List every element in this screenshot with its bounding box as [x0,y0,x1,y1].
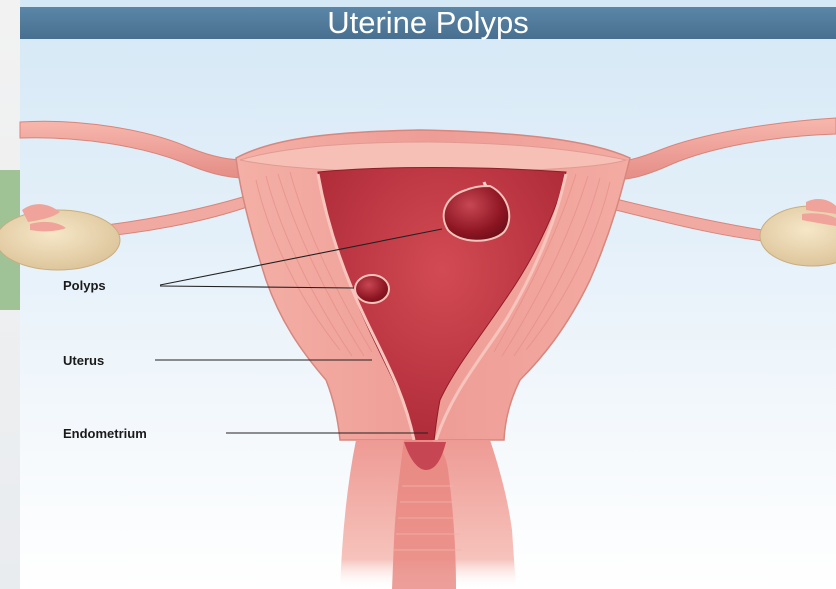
left-fallopian-tube [20,121,246,178]
label-polyps: Polyps [63,278,106,294]
right-fallopian-tube [612,118,836,180]
label-endometrium: Endometrium [63,426,147,442]
left-ovary [0,210,120,270]
label-uterus: Uterus [63,353,104,369]
small-polyp [355,275,389,303]
right-ovarian-ligament [608,198,775,242]
